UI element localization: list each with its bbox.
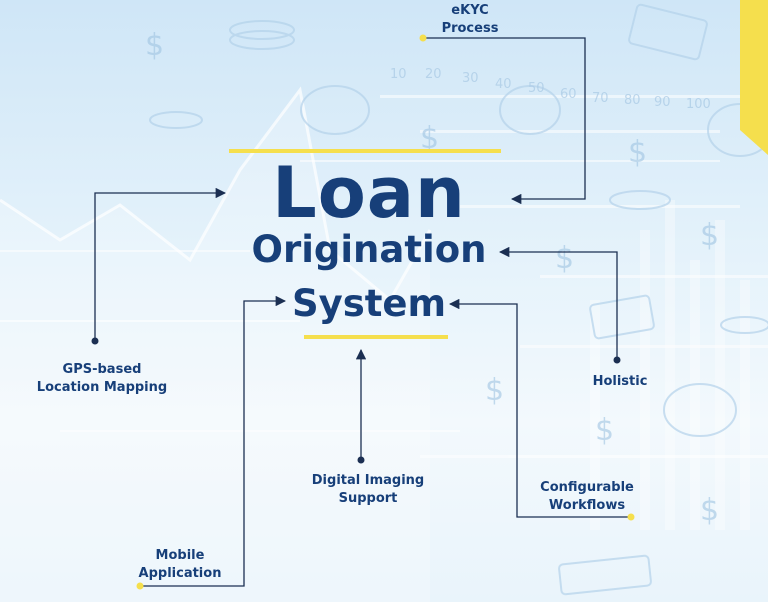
svg-text:30: 30	[462, 71, 479, 86]
svg-text:20: 20	[425, 67, 442, 82]
title-rule-top	[229, 149, 501, 153]
title-system: System	[291, 282, 447, 325]
label-gps-line2: Location Mapping	[36, 380, 168, 395]
label-workflows-line2: Workflows	[548, 498, 626, 513]
title-rule-bottom	[304, 335, 448, 339]
label-digital-imaging-support: Digital Imaging Support	[303, 472, 433, 508]
svg-text:60: 60	[560, 87, 577, 102]
svg-text:$: $	[700, 493, 719, 528]
label-gps-location-mapping: GPS-based Location Mapping	[28, 361, 176, 397]
svg-text:10: 10	[390, 67, 407, 82]
svg-text:$: $	[700, 218, 719, 253]
svg-text:$: $	[420, 121, 439, 156]
label-gps-line1: GPS-based	[62, 362, 142, 377]
svg-text:50: 50	[528, 81, 545, 96]
dot-gps	[91, 337, 99, 345]
svg-text:90: 90	[654, 95, 671, 110]
svg-text:$: $	[145, 28, 164, 63]
label-imaging-line1: Digital Imaging	[311, 473, 425, 488]
dot-mobile	[136, 582, 144, 590]
svg-text:40: 40	[495, 77, 512, 92]
label-holistic-line1: Holistic	[592, 374, 648, 389]
connector-ekyc	[423, 37, 586, 205]
svg-text:$: $	[485, 373, 504, 408]
dot-holistic	[613, 356, 621, 364]
dot-workflows	[627, 513, 635, 521]
dot-ekyc	[419, 34, 427, 42]
label-workflows-line1: Configurable	[540, 480, 634, 495]
dot-imaging	[357, 456, 365, 464]
connector-workflows	[448, 298, 630, 518]
svg-text:$: $	[555, 241, 574, 276]
svg-text:70: 70	[592, 91, 609, 106]
connector-mobile	[140, 295, 287, 587]
title-origination: Origination	[251, 228, 487, 271]
label-holistic: Holistic	[580, 373, 660, 391]
label-imaging-line2: Support	[338, 491, 398, 506]
label-ekyc-process: eKYC Process	[420, 2, 520, 38]
label-mobile-line2: Application	[138, 566, 222, 581]
svg-text:100: 100	[686, 97, 711, 112]
svg-text:$: $	[595, 413, 614, 448]
svg-text:80: 80	[624, 93, 641, 108]
connector-holistic	[498, 246, 618, 359]
title-loan: Loan	[272, 152, 466, 234]
connector-gps	[94, 187, 227, 340]
label-ekyc-line1: eKYC	[451, 3, 489, 18]
label-configurable-workflows: Configurable Workflows	[532, 479, 642, 515]
label-ekyc-line2: Process	[441, 21, 499, 36]
svg-text:$: $	[628, 135, 647, 170]
corner-ribbon	[740, 0, 768, 155]
label-mobile-line1: Mobile	[155, 548, 205, 563]
label-mobile-application: Mobile Application	[128, 547, 232, 583]
